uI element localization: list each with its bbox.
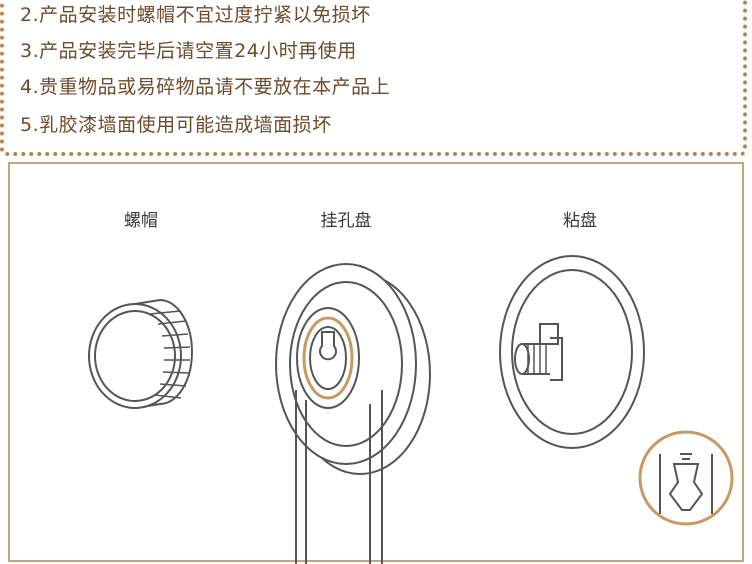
- suction-disc-drawing: [499, 255, 645, 449]
- note-item-5: 5.乳胶漆墙面使用可能造成墙面损坏: [20, 114, 332, 136]
- suction-disc-label: 粘盘: [563, 211, 597, 231]
- inset-detail-drawing: [638, 430, 734, 526]
- nut-drawing: [88, 298, 193, 409]
- note-item-2: 2.产品安装时螺帽不宜过度拧紧以免损坏: [20, 4, 371, 26]
- parts-diagram-panel: 螺帽 挂孔盘 粘盘: [8, 162, 744, 564]
- instructions-section: 2.产品安装时螺帽不宜过度拧紧以免损坏 3.产品安装完毕后请空置24小时再使用 …: [0, 0, 752, 160]
- note-item-3: 3.产品安装完毕后请空置24小时再使用: [20, 40, 357, 62]
- note-item-4: 4.贵重物品或易碎物品请不要放在本产品上: [20, 76, 391, 98]
- hanger-disc-label: 挂孔盘: [320, 211, 372, 231]
- nut-label: 螺帽: [124, 211, 158, 231]
- parts-line-art: [88, 255, 734, 564]
- dotted-frame: [0, 0, 747, 156]
- hanger-disc-drawing: [275, 263, 431, 564]
